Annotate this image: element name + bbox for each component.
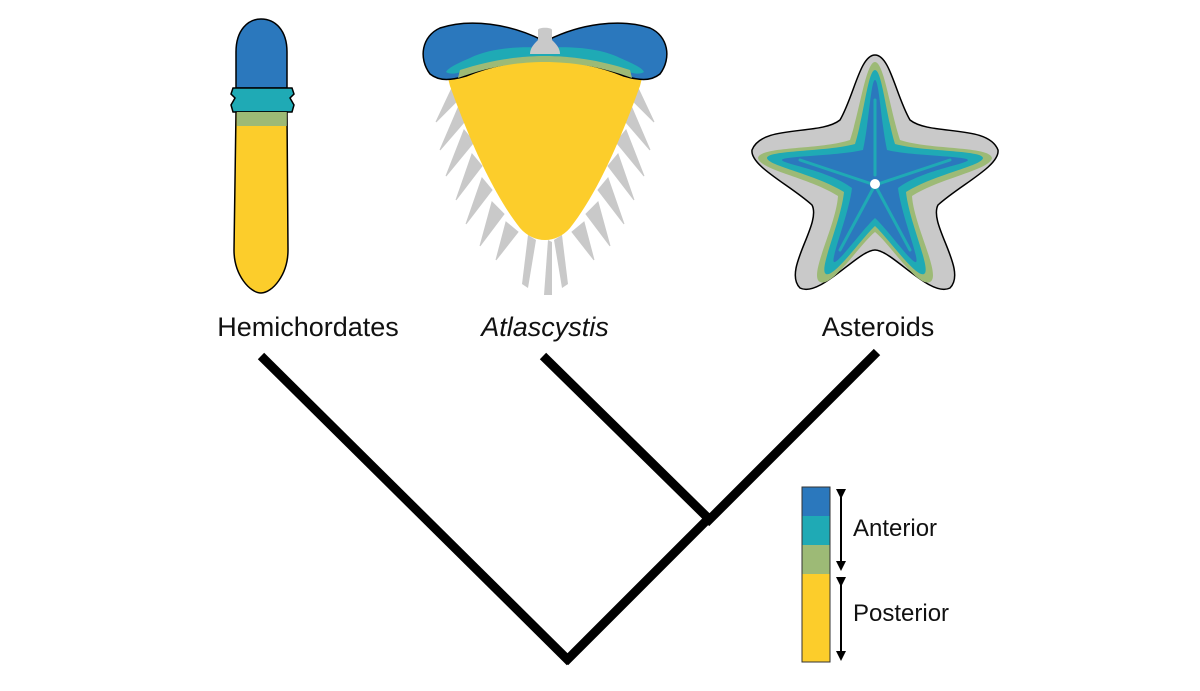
- cladogram: [257, 348, 881, 666]
- branch-asteroids: [702, 348, 881, 527]
- proboscis-anterior-zone: [235, 18, 288, 89]
- atlascystis-illustration: [422, 22, 668, 295]
- arms-teal-zone: [446, 47, 644, 74]
- trunk-olive-band: [236, 112, 287, 126]
- tail-appendages: [522, 235, 568, 295]
- trunk-posterior-zone: [233, 111, 289, 294]
- right-spines: [571, 87, 655, 261]
- branch-stem-echinoderms: [561, 513, 714, 666]
- theca-posterior-zone: [446, 58, 644, 240]
- branch-hemichordates: [257, 352, 574, 666]
- branch-atlascystis: [539, 352, 714, 524]
- arms-olive-zone: [458, 56, 632, 78]
- legend-swatch-yellow: [802, 574, 830, 662]
- hemichordate-illustration: [230, 18, 295, 294]
- taxon-label-asteroids: Asteroids: [822, 312, 935, 342]
- legend-label-posterior: Posterior: [853, 600, 949, 627]
- legend-swatch-olive: [802, 545, 830, 574]
- taxon-label-hemichordates: Hemichordates: [217, 312, 399, 342]
- asteroid-illustration: [751, 54, 999, 291]
- legend-swatch-dark-blue: [802, 487, 830, 516]
- taxon-label-atlascystis: Atlascystis: [479, 312, 609, 342]
- legend: Anterior Posterior: [801, 486, 949, 663]
- left-spines: [435, 87, 519, 261]
- asteroid-mouth: [870, 179, 880, 189]
- legend-swatch-teal: [802, 516, 830, 545]
- legend-label-anterior: Anterior: [853, 515, 937, 542]
- legend-color-bar-outline: [801, 486, 831, 663]
- atlascystis-mouth: [530, 27, 560, 54]
- collar-teal-zone: [230, 87, 295, 113]
- asteroid-arm-grooves: [798, 98, 952, 252]
